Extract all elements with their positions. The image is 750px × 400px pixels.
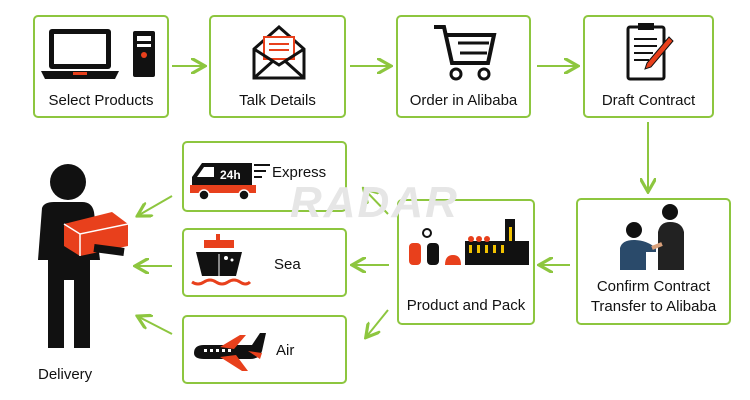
shipping-air: Air <box>182 315 347 384</box>
step-draft-contract: Draft Contract <box>583 15 714 118</box>
shipping-label: Sea <box>274 256 301 273</box>
delivery-van-icon: 24h <box>190 163 270 201</box>
computer-icon <box>41 29 155 79</box>
van-badge-text: 24h <box>220 168 241 182</box>
shipping-label: Express <box>272 164 327 181</box>
step-product-pack: Product and Pack <box>397 199 535 325</box>
arrow-6 <box>365 190 389 215</box>
step-label: Select Products <box>48 92 154 109</box>
contract-icon <box>626 23 674 81</box>
delivery-label: Delivery <box>38 366 93 383</box>
step-label: Confirm Contract <box>596 278 711 295</box>
factory-icon <box>409 219 529 265</box>
delivery-person-icon <box>38 164 129 348</box>
step-label: Product and Pack <box>406 297 526 314</box>
step-select-products: Select Products <box>33 15 169 118</box>
step-label: Talk Details <box>239 92 316 109</box>
arrow-9 <box>139 195 173 215</box>
step-label: Draft Contract <box>601 92 696 109</box>
airplane-icon <box>194 333 266 371</box>
step-label: Transfer to Alibaba <box>590 298 717 315</box>
shipping-express: 24h Express <box>182 141 347 212</box>
envelope-icon <box>252 25 306 80</box>
handshake-people-icon <box>620 204 684 270</box>
ship-icon <box>191 234 252 286</box>
arrow-11 <box>139 317 173 335</box>
step-order: Order in Alibaba <box>396 15 531 118</box>
arrow-8 <box>367 309 389 336</box>
step-label: Order in Alibaba <box>409 92 518 109</box>
shipping-label: Air <box>276 342 295 359</box>
shipping-sea: Sea <box>182 228 347 297</box>
shopping-cart-icon <box>434 25 497 81</box>
step-talk-details: Talk Details <box>209 15 346 118</box>
step-confirm-contract: Confirm Contract Transfer to Alibaba <box>576 198 731 325</box>
